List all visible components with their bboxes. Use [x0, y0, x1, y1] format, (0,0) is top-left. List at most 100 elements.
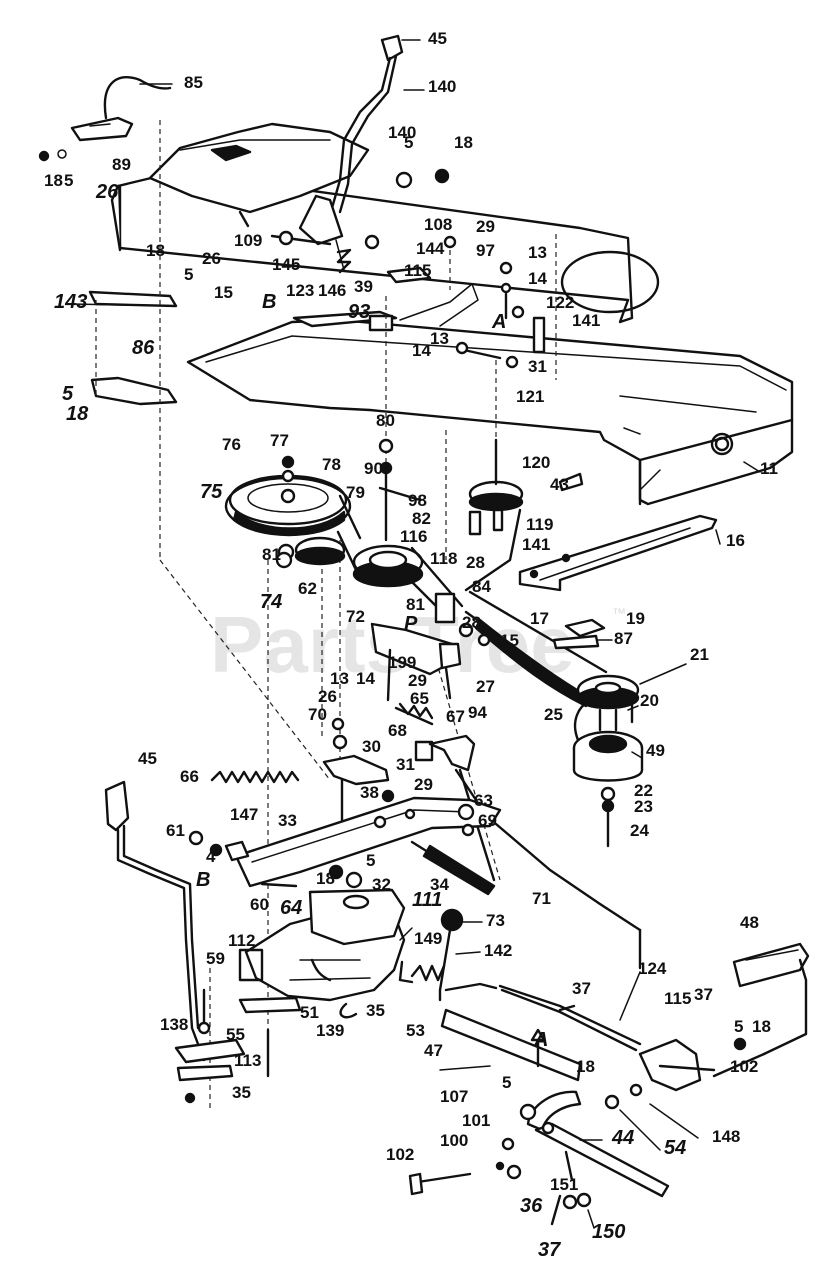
shift-lever-45 [104, 780, 206, 1062]
part-label-54: 54 [664, 1137, 686, 1159]
part-label-26: 26 [95, 181, 119, 203]
part-label-37: 37 [538, 1239, 561, 1261]
part-label-89: 89 [112, 155, 131, 174]
part-label-101: 101 [462, 1111, 490, 1130]
part-label-102: 102 [730, 1057, 758, 1076]
part-label-18: 18 [66, 403, 89, 425]
part-label-29: 29 [408, 671, 427, 690]
part-label-18: 18 [576, 1057, 595, 1076]
part-label-13: 13 [330, 669, 349, 688]
part-label-5: 5 [64, 171, 73, 190]
part-label-38: 38 [360, 783, 379, 802]
part-label-4: 4 [206, 847, 216, 866]
part-label-111: 111 [412, 889, 442, 911]
part-label-45: 45 [138, 749, 157, 768]
part-label-141: 141 [522, 535, 550, 554]
part-label-44: 44 [611, 1127, 634, 1149]
part-label-33: 33 [278, 811, 297, 830]
latch-assembly [38, 76, 172, 162]
part-label-147: 147 [230, 805, 258, 824]
transaxle [238, 864, 414, 1019]
pedal-assembly [440, 942, 810, 1198]
part-label-140: 140 [428, 77, 456, 96]
part-label-146: 146 [318, 281, 346, 300]
pulley-21 [576, 674, 640, 732]
part-label-A: A [533, 1029, 548, 1051]
part-label-13: 13 [528, 243, 547, 262]
part-label-13: 13 [430, 329, 449, 348]
part-label-102: 102 [386, 1145, 414, 1164]
part-label-30: 30 [362, 737, 381, 756]
part-label-97: 97 [476, 241, 495, 260]
part-label-18: 18 [454, 133, 473, 152]
part-label-66: 66 [180, 767, 199, 786]
part-label-87: 87 [614, 629, 633, 648]
part-label-82: 82 [412, 509, 431, 528]
part-label-115: 115 [404, 261, 431, 280]
part-label-142: 142 [484, 941, 512, 960]
part-label-A: A [491, 311, 506, 333]
part-label-109: 109 [234, 231, 262, 250]
part-label-35: 35 [232, 1083, 251, 1102]
part-label-124: 124 [638, 959, 667, 978]
part-label-143: 143 [54, 291, 87, 313]
part-label-85: 85 [184, 73, 203, 92]
part-label-49: 49 [646, 741, 665, 760]
part-label-20: 20 [640, 691, 659, 710]
bracket-16 [518, 514, 718, 592]
part-label-67: 67 [446, 707, 465, 726]
pulley-116 [352, 438, 424, 588]
part-label-90: 90 [364, 459, 383, 478]
part-label-78: 78 [322, 455, 341, 474]
part-label-5: 5 [734, 1017, 743, 1036]
part-label-11: 11 [760, 459, 778, 478]
part-label-53: 53 [406, 1021, 425, 1040]
part-label-18: 18 [752, 1017, 771, 1036]
belt-25 [464, 508, 608, 708]
part-label-34: 34 [430, 875, 449, 894]
part-label-B: B [196, 869, 210, 891]
part-label-76: 76 [222, 435, 241, 454]
part-label-138: 138 [160, 1015, 188, 1034]
part-label-5: 5 [502, 1073, 511, 1092]
part-label-26: 26 [202, 249, 221, 268]
part-label-31: 31 [528, 357, 547, 376]
part-label-47: 47 [424, 1041, 443, 1060]
part-label-148: 148 [712, 1127, 740, 1146]
part-label-68: 68 [388, 721, 407, 740]
part-label-26: 26 [318, 687, 337, 706]
part-label-139: 139 [316, 1021, 344, 1040]
part-label-18: 18 [146, 241, 165, 260]
part-label-77: 77 [270, 431, 289, 450]
part-label-81: 81 [406, 595, 425, 614]
part-label-145: 145 [272, 255, 300, 274]
part-label-71: 71 [532, 889, 551, 908]
part-label-69: 69 [478, 811, 497, 830]
part-label-25: 25 [544, 705, 563, 724]
part-label-31: 31 [396, 755, 415, 774]
part-label-98: 98 [408, 491, 427, 510]
part-label-29: 29 [476, 217, 495, 236]
part-label-122: 122 [546, 293, 574, 312]
part-label-60: 60 [250, 895, 269, 914]
part-label-51: 51 [300, 1003, 319, 1022]
part-label-37: 37 [694, 985, 713, 1004]
leader-lines [71, 39, 761, 1229]
part-label-48: 48 [740, 913, 759, 932]
part-label-107: 107 [440, 1087, 468, 1106]
part-label-23: 23 [634, 797, 653, 816]
part-label-151: 151 [550, 1175, 578, 1194]
part-label-61: 61 [166, 821, 185, 840]
part-label-86: 86 [132, 337, 155, 359]
part-label-64: 64 [280, 897, 302, 919]
part-label-149: 149 [414, 929, 442, 948]
spring-34 [410, 840, 496, 896]
part-label-18: 18 [316, 869, 335, 888]
part-label-21: 21 [690, 645, 709, 664]
part-label-14: 14 [412, 341, 431, 360]
part-label-65: 65 [410, 689, 429, 708]
part-label-19: 19 [626, 609, 645, 628]
part-label-113: 113 [234, 1051, 261, 1070]
